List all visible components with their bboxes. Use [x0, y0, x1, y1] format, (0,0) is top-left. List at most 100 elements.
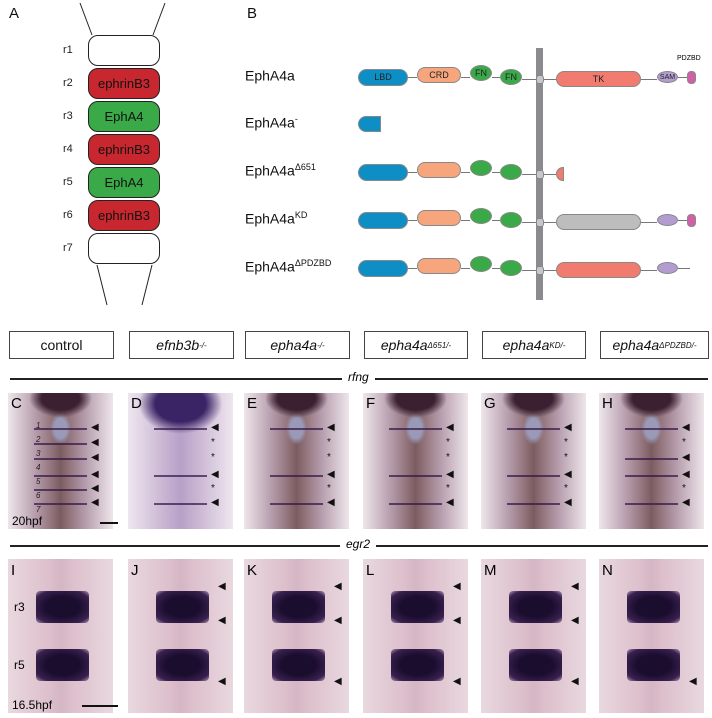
- rfng-stripe: [34, 503, 87, 505]
- asterisk-marker: *: [682, 483, 686, 494]
- asterisk-marker: *: [564, 452, 568, 463]
- rfng-image-C: [8, 393, 113, 529]
- asterisk-marker: *: [211, 437, 215, 448]
- rhombomere-number: 6: [36, 491, 41, 500]
- arrowhead-marker: ◀: [218, 615, 226, 626]
- rhombomere-r4: ephrinB3: [88, 134, 160, 165]
- genotype-name: epha4a: [612, 337, 660, 353]
- arrowhead-marker: ◀: [211, 422, 219, 433]
- arrowhead-marker: ◀: [571, 676, 579, 687]
- egr2-image-J: [128, 559, 233, 713]
- arrowhead-marker: ◀: [453, 676, 461, 687]
- panel-letter: L: [366, 562, 375, 579]
- stage-label: 20hpf: [12, 514, 43, 528]
- panel-letter: M: [484, 562, 497, 579]
- rfng-stripe: [625, 503, 678, 505]
- stage-label: 16.5hpf: [12, 698, 53, 712]
- asterisk-marker: *: [564, 437, 568, 448]
- arrowhead-marker: ◀: [91, 452, 99, 463]
- r3-label: r3: [14, 600, 25, 614]
- asterisk-marker: *: [564, 483, 568, 494]
- linker: [641, 222, 657, 223]
- pdzbd-domain: [687, 70, 696, 84]
- rhombomere-number: 2: [36, 435, 41, 444]
- rfng-stripe: [389, 503, 442, 505]
- lbd-domain: [358, 211, 408, 229]
- rfng-stripe: [389, 475, 442, 477]
- egr2-stripe-r3: [509, 591, 562, 623]
- rhombomere-label: r2: [63, 77, 73, 89]
- linker: [543, 222, 556, 223]
- arrowhead-marker: ◀: [91, 483, 99, 494]
- rhombomere-number: 4: [36, 463, 41, 472]
- lbd-domain: [358, 163, 408, 181]
- genotype-header-1: efnb3b-/-: [129, 331, 234, 359]
- rfng-stripe: [270, 475, 323, 477]
- arrowhead-marker: ◀: [689, 676, 697, 687]
- genotype-allele: Δ651/-: [427, 340, 452, 350]
- egr2-stripe-r5: [272, 649, 325, 681]
- linker: [543, 174, 556, 175]
- arrowhead-marker: ◀: [564, 422, 572, 433]
- egr2-stripe-r5: [156, 649, 209, 681]
- protein-name: EphA4a: [245, 114, 295, 131]
- rfng-stripe: [154, 475, 207, 477]
- crd-domain: CRD: [417, 67, 461, 83]
- rfng-image-H: [599, 393, 704, 529]
- rfng-stripe: [154, 503, 207, 505]
- rhombomere-number: 5: [36, 477, 41, 486]
- arrowhead-marker: ◀: [682, 422, 690, 433]
- egr2-stripe-r3: [156, 591, 209, 623]
- rhombomere-r6: ephrinB3: [88, 200, 160, 231]
- protein-variant: -: [294, 114, 298, 124]
- protein-name: EphA4a: [245, 210, 295, 227]
- tk-domain: [556, 214, 641, 230]
- rfng-image-G: [481, 393, 586, 529]
- rfng-stripe: [270, 503, 323, 505]
- protein-label-0: EphA4a: [245, 67, 295, 84]
- hindbrain-outline: [79, 2, 166, 306]
- egr2-stripe-r3: [391, 591, 444, 623]
- tk-domain-truncated: [556, 167, 564, 181]
- arrowhead-marker: ◀: [91, 497, 99, 508]
- protein-label-2: EphA4aΔ651: [245, 162, 316, 179]
- genotype-header-2: epha4a-/-: [245, 331, 350, 359]
- crd-domain: [417, 258, 461, 274]
- arrowhead-marker: ◀: [334, 676, 342, 687]
- rhombomere-label: r6: [63, 209, 73, 221]
- linker: [492, 77, 500, 78]
- rfng-stripe: [507, 475, 560, 477]
- linker: [461, 220, 470, 221]
- rfng-image-F: [363, 393, 468, 529]
- linker: [678, 268, 690, 269]
- linker: [492, 268, 500, 269]
- genotype-name: epha4a: [380, 337, 428, 353]
- egr2-stripe-r5: [627, 649, 680, 681]
- asterisk-marker: *: [327, 452, 331, 463]
- r5-label: r5: [14, 658, 25, 672]
- crd-domain: [417, 210, 461, 226]
- asterisk-marker: *: [446, 452, 450, 463]
- arrowhead-marker: ◀: [571, 615, 579, 626]
- fn-domain-2: [500, 212, 522, 228]
- arrowhead-marker: ◀: [564, 469, 572, 480]
- linker: [408, 268, 417, 269]
- arrowhead-marker: ◀: [218, 676, 226, 687]
- linker: [522, 270, 536, 271]
- linker: [408, 172, 417, 173]
- arrowhead-marker: ◀: [327, 497, 335, 508]
- sam-domain: [657, 262, 678, 274]
- rhombomere-number: 3: [36, 449, 41, 458]
- egr2-image-N: [599, 559, 704, 713]
- linker: [641, 79, 657, 80]
- arrowhead-marker: ◀: [682, 452, 690, 463]
- rhombomere-r7: [88, 233, 160, 264]
- protein-name: EphA4a: [245, 67, 295, 84]
- tk-domain: [556, 262, 641, 278]
- panel-letter: E: [247, 395, 258, 412]
- rfng-stripe: [507, 503, 560, 505]
- rfng-stripe: [625, 475, 678, 477]
